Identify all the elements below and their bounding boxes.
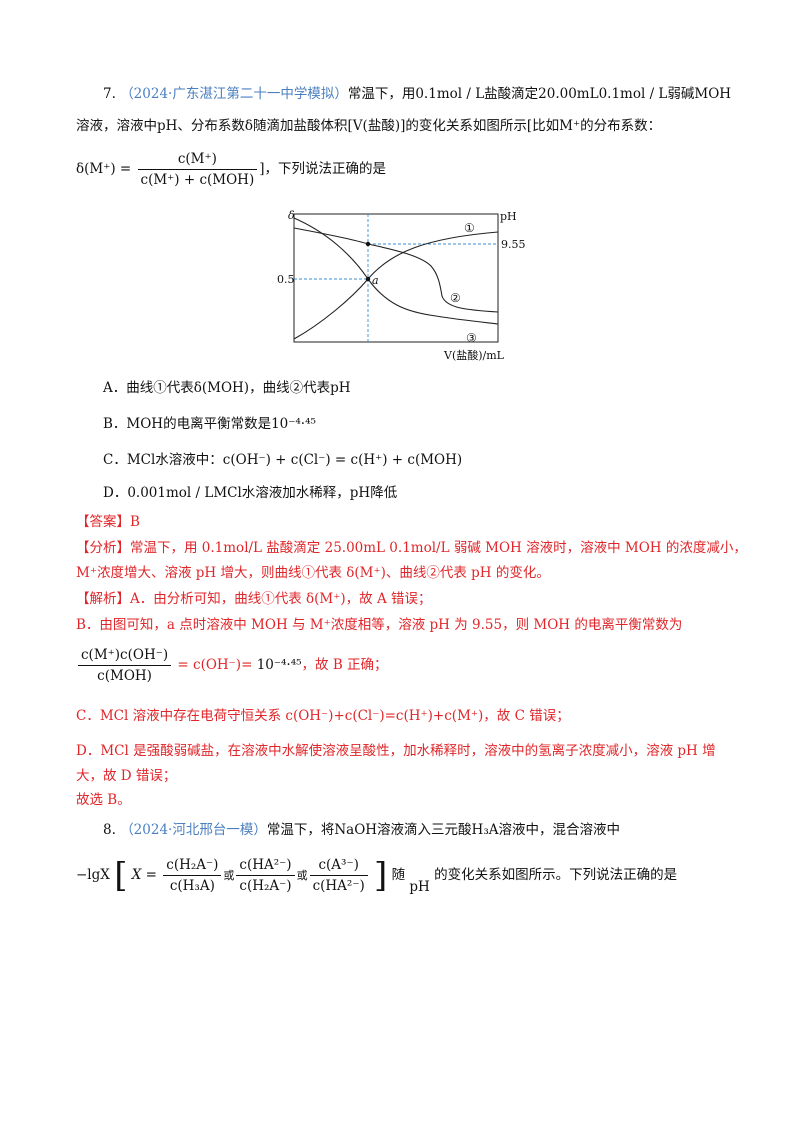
q8-f2-num: c(HA²⁻) bbox=[236, 857, 295, 876]
q8-tail-ph: pH bbox=[409, 879, 430, 895]
q8-number: 8. bbox=[103, 822, 116, 838]
q7-formula-den: c(M⁺) + c(MOH) bbox=[140, 172, 255, 188]
analysis-line-1: 【分析】常温下，用 0.1mol/L 盐酸滴定 25.00mL 0.1mol/L… bbox=[76, 540, 747, 556]
q7-formula-fraction: c(M⁺) c(M⁺) + c(MOH) bbox=[137, 151, 258, 188]
explain-b-den: c(MOH) bbox=[97, 668, 152, 684]
curve-2-label: ② bbox=[450, 291, 461, 305]
chart-frame bbox=[293, 213, 499, 343]
q8-f3-num: c(A³⁻) bbox=[309, 857, 368, 876]
q7-formula: δ(M⁺) = c(M⁺) c(M⁺) + c(MOH) ]，下列说法正确的是 bbox=[76, 150, 386, 188]
q8-fraction-3: c(A³⁻) c(HA²⁻) bbox=[309, 857, 368, 894]
q8-lhs: −lgX bbox=[76, 867, 110, 883]
y-right-label: pH bbox=[500, 210, 517, 223]
curve-3-label: ③ bbox=[466, 331, 477, 345]
q8-bracket-close: ] bbox=[374, 855, 388, 896]
q8-header: 8. （2024·河北邢台一模）常温下，将NaOH溶液滴入三元酸H₃A溶液中，混… bbox=[103, 820, 620, 840]
x-axis-label: V(盐酸)/mL bbox=[443, 348, 505, 362]
explain-b-eq: = c(OH⁻)= bbox=[177, 657, 253, 673]
explain-c: C．MCl 溶液中存在电荷守恒关系 c(OH⁻)+c(Cl⁻)=c(H⁺)+c(… bbox=[76, 708, 570, 724]
q7-line1: 常温下，用0.1mol / L盐酸滴定20.00mL0.1mol / L弱碱MO… bbox=[347, 86, 732, 102]
q8-f1-den: c(H₃A) bbox=[169, 878, 215, 894]
q7-header: 7. （2024·广东湛江第二十一中学模拟）常温下，用0.1mol / L盐酸滴… bbox=[103, 84, 731, 104]
q7-number: 7. bbox=[103, 86, 116, 102]
q8-bracket-open: [ bbox=[114, 855, 128, 896]
curve-3 bbox=[293, 217, 499, 325]
explain-b-formula: c(M⁺)c(OH⁻) c(MOH) = c(OH⁻)= 10⁻⁴·⁴⁵，故 B… bbox=[76, 645, 388, 685]
q8-fraction-2: c(HA²⁻) c(H₂A⁻) bbox=[236, 857, 295, 894]
point-a-label: a bbox=[372, 274, 379, 287]
q8-formula: −lgX [ X = c(H₂A⁻) c(H₃A) 或 c(HA²⁻) c(H₂… bbox=[76, 850, 677, 901]
q8-or-2: 或 bbox=[296, 869, 308, 882]
q8-f1-num: c(H₂A⁻) bbox=[163, 857, 222, 876]
q8-fraction-1: c(H₂A⁻) c(H₃A) bbox=[163, 857, 222, 894]
explain-b-num: c(M⁺)c(OH⁻) bbox=[78, 647, 172, 666]
explain-b-fraction: c(M⁺)c(OH⁻) c(MOH) bbox=[78, 647, 172, 684]
q8-tail-sui: 随 bbox=[391, 867, 406, 883]
q7-formula-lhs: δ(M⁺) = bbox=[76, 161, 132, 177]
point-a bbox=[365, 276, 371, 282]
titration-chart: δ pH 0.5 9.55 a ① ② ③ V(盐酸)/mL bbox=[277, 209, 526, 362]
q7-line2: 溶液，溶液中pH、分布系数δ随滴加盐酸体积[V(盐酸)]的变化关系如图所示[比如… bbox=[76, 118, 662, 134]
curve-1 bbox=[293, 231, 499, 340]
q8-f3-den: c(HA²⁻) bbox=[312, 878, 365, 894]
conclusion: 故选 B。 bbox=[76, 792, 131, 808]
q8-or-1: 或 bbox=[223, 869, 235, 882]
explain-b-end: ，故 B 正确； bbox=[301, 657, 388, 673]
q8-source: （2024·河北邢台一模） bbox=[120, 822, 267, 838]
explain-a: 【解析】A．由分析可知，曲线①代表 δ(M⁺)，故 A 错误； bbox=[76, 591, 432, 607]
q8-tail: 的变化关系如图所示。下列说法正确的是 bbox=[434, 867, 678, 883]
q7-formula-tail: ]，下列说法正确的是 bbox=[259, 161, 386, 177]
ph-point bbox=[365, 241, 371, 247]
q7-option-a: A．曲线①代表δ(MOH)，曲线②代表pH bbox=[103, 380, 351, 396]
explain-d-2: 大，故 D 错误； bbox=[76, 768, 177, 784]
explain-b-value: 10⁻⁴·⁴⁵ bbox=[256, 657, 302, 673]
q8-x-eq: X = bbox=[131, 867, 157, 883]
curve-2 bbox=[293, 227, 499, 313]
q7-formula-num: c(M⁺) bbox=[137, 151, 258, 170]
q7-option-b: B．MOH的电离平衡常数是10⁻⁴·⁴⁵ bbox=[103, 416, 316, 432]
analysis-line-2: M⁺浓度增大、溶液 pH 增大，则曲线①代表 δ(M⁺)、曲线②代表 pH 的变… bbox=[76, 565, 550, 581]
y-left-label: δ bbox=[288, 209, 295, 222]
q7-option-d: D．0.001mol / LMCl水溶液加水稀释，pH降低 bbox=[103, 485, 398, 501]
tick-left: 0.5 bbox=[277, 273, 295, 286]
tick-right: 9.55 bbox=[501, 238, 526, 251]
q7-option-c: C．MCl水溶液中：c(OH⁻) + c(Cl⁻) = c(H⁺) + c(MO… bbox=[103, 452, 463, 468]
q8-f2-den: c(H₂A⁻) bbox=[239, 878, 292, 894]
q7-source: （2024·广东湛江第二十一中学模拟） bbox=[120, 86, 348, 102]
q8-line1: 常温下，将NaOH溶液滴入三元酸H₃A溶液中，混合溶液中 bbox=[266, 822, 620, 838]
curve-1-label: ① bbox=[464, 221, 475, 235]
explain-b-1: B．由图可知，a 点时溶液中 MOH 与 M⁺浓度相等，溶液 pH 为 9.55… bbox=[76, 617, 683, 633]
explain-d-1: D．MCl 是强酸弱碱盐，在溶液中水解使溶液呈酸性，加水稀释时，溶液中的氢离子浓… bbox=[76, 743, 716, 759]
answer-line: 【答案】B bbox=[76, 514, 140, 530]
